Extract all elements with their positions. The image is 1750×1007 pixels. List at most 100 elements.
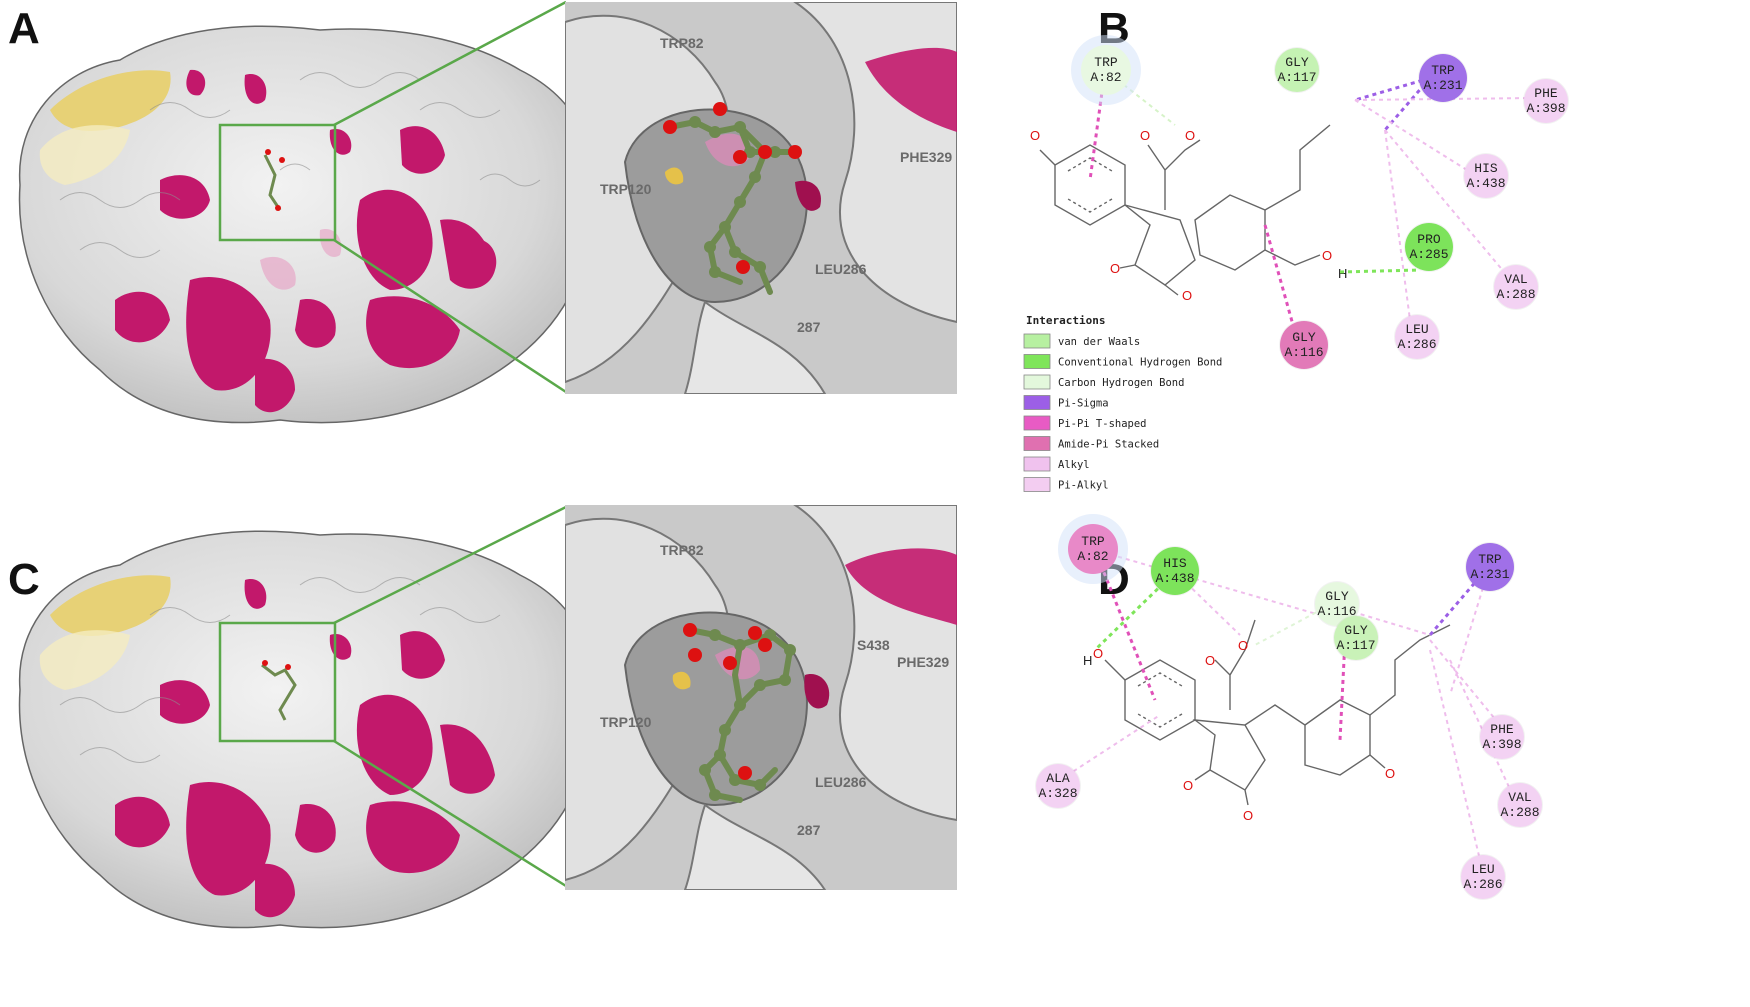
legend-label: van der Waals xyxy=(1058,336,1140,348)
zoom-c-label-trp120: TRP120 xyxy=(600,714,652,730)
binding-pocket-zoom-c: TRP82 S438 PHE329 TRP120 LEU286 287 xyxy=(565,505,957,890)
legend-label: Amide-Pi Stacked xyxy=(1058,439,1159,451)
residue-id: A:117 xyxy=(1336,638,1376,653)
legend-swatch xyxy=(1023,333,1051,349)
legend-item: Pi-Pi T-shaped xyxy=(1023,415,1147,431)
legend-swatch xyxy=(1023,354,1051,369)
legend-item: Pi-Sigma xyxy=(1023,395,1109,410)
atom-h-d: H xyxy=(1083,653,1092,668)
legend-item: Alkyl xyxy=(1023,456,1090,472)
interaction-diagram-d: O O O O O O H xyxy=(1059,549,1516,861)
legend-label: Pi-Alkyl xyxy=(1058,480,1109,492)
residue-name: PHE xyxy=(1534,86,1558,101)
legend-swatch xyxy=(1023,374,1051,390)
residue-id: A:116 xyxy=(1284,345,1324,360)
legend-label: Pi-Sigma xyxy=(1058,398,1109,410)
legend-item: Pi-Alkyl xyxy=(1023,477,1109,492)
residue-name: TRP xyxy=(1081,534,1105,549)
ligand-2d-b: O O O O O O H xyxy=(1030,124,1347,303)
residue-name: VAL xyxy=(1504,272,1528,287)
panel-letter-c: C xyxy=(8,555,40,604)
residue-id: A:328 xyxy=(1038,786,1078,801)
residue-id: A:231 xyxy=(1470,567,1510,582)
legend-label: Conventional Hydrogen Bond xyxy=(1058,357,1222,369)
zoom-a-label-trp120: TRP120 xyxy=(600,181,652,197)
residue-id: A:288 xyxy=(1496,287,1536,302)
protein-surface-c xyxy=(18,530,591,929)
ligand-ball-stick-a xyxy=(663,102,802,295)
protein-surface-body xyxy=(18,25,591,424)
legend-label: Carbon Hydrogen Bond xyxy=(1058,377,1184,389)
legend-title: Interactions xyxy=(1026,314,1105,327)
residue-id: A:398 xyxy=(1482,737,1522,752)
residue-name: LEU xyxy=(1471,862,1495,877)
binding-site-box-c xyxy=(218,621,337,743)
legend-item: Conventional Hydrogen Bond xyxy=(1023,354,1222,369)
zoom-a-label-phe329: PHE329 xyxy=(900,149,952,165)
panel-letter-b: B xyxy=(1098,4,1130,53)
residue-name: TRP xyxy=(1478,552,1502,567)
zoom-connector-c xyxy=(333,505,567,888)
legend-item: Amide-Pi Stacked xyxy=(1023,436,1159,451)
legend-item: Carbon Hydrogen Bond xyxy=(1023,374,1184,390)
legend-swatch xyxy=(1023,395,1051,410)
ligand-ball-stick-c xyxy=(683,623,796,803)
residue-name: TRP xyxy=(1094,55,1118,70)
residue-name: TRP xyxy=(1431,63,1455,78)
residue-id: A:82 xyxy=(1090,70,1122,85)
residue-name: HIS xyxy=(1474,161,1498,176)
atom-o-b-3: O xyxy=(1185,128,1195,143)
residue-name: GLY xyxy=(1325,589,1349,604)
residue-id: A:231 xyxy=(1423,78,1463,93)
atom-o-d-2: O xyxy=(1205,653,1215,668)
interaction-lines-d xyxy=(1059,549,1516,861)
protein-surface-a xyxy=(18,25,591,424)
legend-label: Alkyl xyxy=(1058,459,1090,471)
legend-swatch xyxy=(1023,477,1051,492)
atom-o-b-1: O xyxy=(1030,128,1040,143)
residue-name: GLY xyxy=(1292,330,1316,345)
atom-o-b-6: O xyxy=(1322,248,1332,263)
atom-o-b-4: O xyxy=(1110,261,1120,276)
ligand-small-c xyxy=(261,660,297,721)
residue-id: A:82 xyxy=(1077,549,1109,564)
residue-id: A:438 xyxy=(1466,176,1506,191)
residue-id: A:398 xyxy=(1526,101,1566,116)
residue-name: PHE xyxy=(1490,722,1514,737)
panel-letter-a: A xyxy=(8,4,40,53)
residue-name: ALA xyxy=(1046,771,1070,786)
ligand-2d-d: O O O O O O H xyxy=(1083,619,1451,823)
legend-swatch xyxy=(1023,436,1051,451)
residue-name: LEU xyxy=(1405,322,1429,337)
residue-name: PRO xyxy=(1417,232,1441,247)
zoom-a-label-287: 287 xyxy=(797,319,821,335)
protein-surface-body-c xyxy=(18,530,591,929)
residue-name: VAL xyxy=(1508,790,1532,805)
atom-o-d-6: O xyxy=(1385,766,1395,781)
residue-id: A:286 xyxy=(1397,337,1437,352)
atom-o-d-4: O xyxy=(1183,778,1193,793)
legend-swatch xyxy=(1023,456,1051,472)
legend-swatch xyxy=(1023,415,1051,431)
residue-id: A:285 xyxy=(1409,247,1449,262)
atom-o-b-2: O xyxy=(1140,128,1150,143)
residue-id: A:288 xyxy=(1500,805,1540,820)
residue-id: A:438 xyxy=(1155,571,1195,586)
interaction-lines-b xyxy=(1088,69,1536,351)
legend-label: Pi-Pi T-shaped xyxy=(1058,418,1147,430)
atom-h-b: H xyxy=(1338,266,1347,281)
atom-o-b-5: O xyxy=(1182,288,1192,303)
